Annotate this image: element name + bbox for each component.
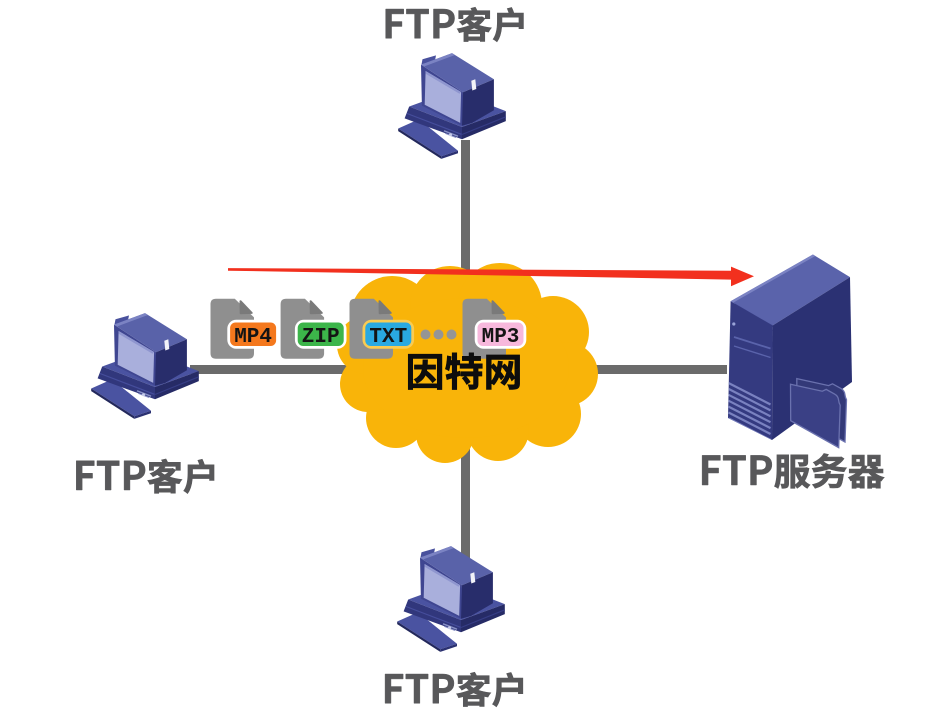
svg-text:MP3: MP3 [482, 326, 520, 349]
svg-text:MP4: MP4 [234, 326, 272, 349]
svg-text:TXT: TXT [369, 326, 407, 349]
svg-text:ZIP: ZIP [302, 326, 340, 349]
